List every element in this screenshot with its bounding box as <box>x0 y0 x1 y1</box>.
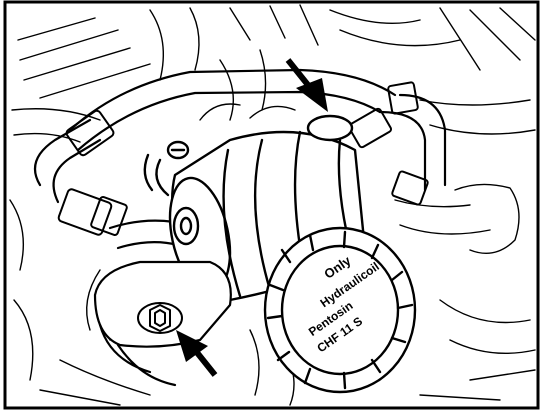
hose-fittings <box>57 81 429 236</box>
arrow-up-right-icon <box>176 330 218 377</box>
hex-bolt-icon <box>137 302 183 334</box>
reservoir-cap <box>263 226 417 394</box>
arrow-down-right-icon <box>285 58 328 112</box>
